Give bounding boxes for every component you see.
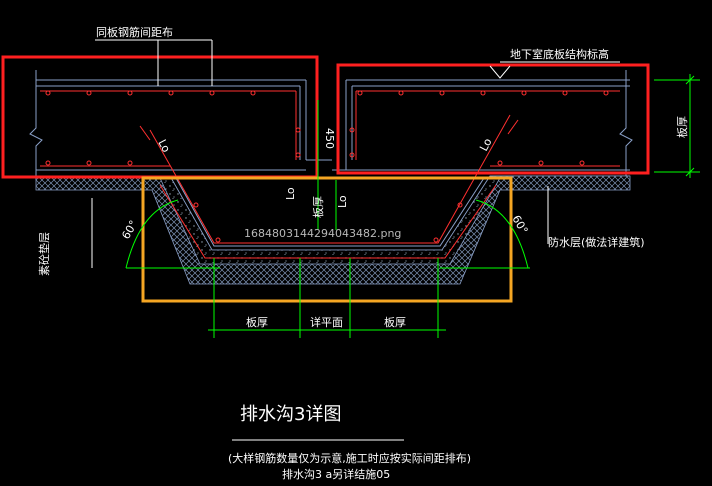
label-waterproof: 防水层(做法详建筑) [548, 235, 645, 249]
label-dim-bottom-left: 板厚 [246, 315, 268, 329]
rebar-dot [562, 90, 568, 96]
label-lo-left-diagonal: Lo [155, 137, 173, 155]
watermark: 1684803144294043482.png [244, 227, 401, 240]
rebar-dot [433, 237, 439, 243]
rebar-dot [538, 160, 544, 166]
label-slab-thickness-right: 板厚 [675, 116, 689, 138]
dimension-lines [125, 74, 700, 338]
leader-lines [91, 39, 620, 268]
rebar-dot [521, 90, 527, 96]
rebar-dot [127, 90, 133, 96]
rebar-dot [86, 160, 92, 166]
rebar-dot [86, 90, 92, 96]
rebar-dot [349, 152, 355, 158]
drawing-note-2: 排水沟3 a另详结施05 [282, 467, 390, 481]
rebar-dot [579, 160, 585, 166]
label-cushion: 素砼垫层 [37, 232, 51, 276]
rebar-dot [439, 90, 445, 96]
label-slab-thickness-center: 板厚 [311, 196, 325, 218]
rebar-dot [45, 160, 51, 166]
rebar-dot [357, 90, 363, 96]
rebar-dot [209, 90, 215, 96]
drawing-note-1: (大样钢筋数量仅为示意,施工时应按实际间距排布) [228, 451, 471, 465]
label-slab-rebar: 同板钢筋间距布 [96, 25, 173, 39]
label-lo-vertical-right: Lo [336, 195, 349, 208]
left-slab [29, 70, 332, 180]
drawing-title: 排水沟3详图 [240, 404, 341, 425]
highlight-box-bottom [141, 176, 513, 303]
rebar-dot [349, 127, 355, 133]
rebar-dot [398, 90, 404, 96]
rebar-dot [603, 90, 609, 96]
rebar-dot [295, 127, 301, 133]
rebar-dot [215, 237, 221, 243]
label-structural-elevation: 地下室底板结构标高 [510, 47, 609, 61]
rebar-dot [480, 90, 486, 96]
rebar-dot [193, 202, 199, 208]
highlight-box-right [336, 63, 650, 175]
rebar-dots [45, 90, 609, 243]
label-lo-right-diagonal: Lo [477, 136, 495, 154]
rebar-dot [127, 160, 133, 166]
rebar-dot [168, 90, 174, 96]
label-lo-vertical-left: Lo [284, 187, 297, 200]
rebar-dot [497, 160, 503, 166]
highlight-box-left [1, 55, 319, 179]
rebar-dot [45, 90, 51, 96]
rebar-dot [250, 90, 256, 96]
label-dim-bottom-mid: 详平面 [310, 315, 343, 329]
right-slab [332, 70, 633, 180]
label-angle-right: 60° [509, 213, 530, 236]
label-dim-bottom-right: 板厚 [384, 315, 406, 329]
label-angle-left: 60° [119, 218, 140, 241]
label-dim-450: 450 [323, 128, 336, 149]
rebar-dot [295, 152, 301, 158]
